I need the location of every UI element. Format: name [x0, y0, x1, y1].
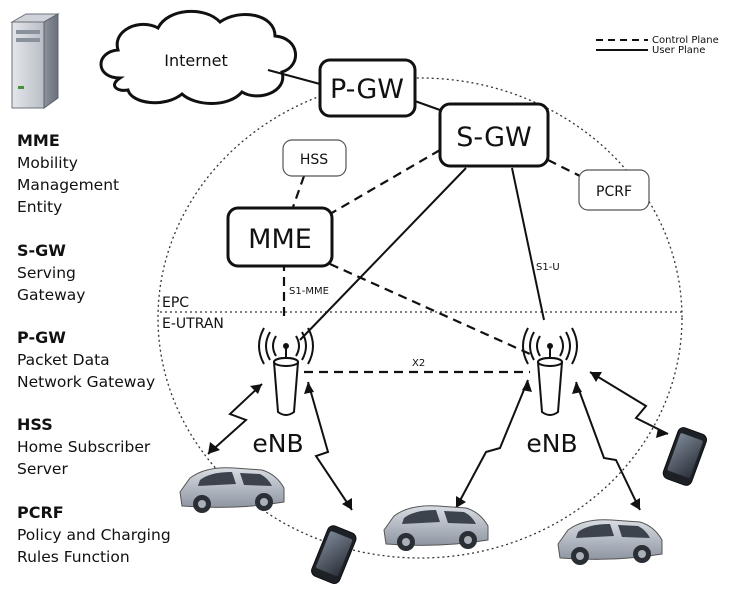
legend-user-plane: User Plane — [652, 45, 705, 56]
s1-u-label: S1-U — [536, 262, 560, 273]
enb-right-label: eNB — [526, 429, 577, 458]
glossary-sgw: S-GW Serving Gateway — [17, 240, 85, 306]
glossary-mme: MME Mobility Management Entity — [17, 130, 119, 218]
car-icon — [383, 505, 489, 551]
glossary-line: Gateway — [17, 286, 86, 304]
radio-links — [207, 371, 669, 511]
legend-control-plane: Control Plane — [652, 35, 719, 46]
hss-label: HSS — [300, 152, 328, 168]
legend-lines — [596, 39, 648, 51]
glossary-line: Rules Function — [17, 548, 130, 566]
s1-mme-label: S1-MME — [289, 286, 329, 297]
mme-label: MME — [248, 224, 312, 255]
sgw-label: S-GW — [456, 122, 532, 153]
glossary-line: Mobility — [17, 154, 78, 172]
glossary-hss: HSS Home Subscriber Server — [17, 414, 150, 480]
glossary-abbr: S-GW — [17, 241, 66, 260]
x2-label: X2 — [412, 358, 425, 369]
pcrf-node — [578, 169, 650, 211]
glossary-line: Server — [17, 460, 68, 478]
glossary-line: Packet Data — [17, 351, 110, 369]
enb-right-tower-icon — [522, 327, 578, 416]
enb-left-tower-icon — [258, 327, 314, 416]
glossary-abbr: PCRF — [17, 503, 64, 522]
eutran-label: E-UTRAN — [162, 316, 224, 332]
pcrf-label: PCRF — [596, 184, 632, 200]
glossary-line: Policy and Charging — [17, 526, 171, 544]
radio-arrowheads — [208, 372, 668, 510]
glossary-line: Management — [17, 176, 120, 194]
internet-cloud — [99, 9, 298, 105]
glossary-abbr: P-GW — [17, 328, 66, 347]
pgw-label: P-GW — [330, 74, 404, 105]
glossary-line: Entity — [17, 198, 63, 216]
hss-node — [282, 139, 347, 177]
car-icon — [557, 519, 663, 565]
glossary-line: Home Subscriber — [17, 438, 151, 456]
sgw-node — [438, 102, 550, 168]
user-plane-links — [267, 69, 545, 341]
phone-icon — [662, 427, 708, 486]
glossary-abbr: MME — [17, 131, 60, 150]
glossary-pgw: P-GW Packet Data Network Gateway — [17, 327, 155, 393]
internet-label: Internet — [164, 51, 228, 70]
glossary-line: Serving — [17, 264, 76, 282]
enb-left-label: eNB — [252, 429, 303, 458]
car-icon — [179, 467, 285, 513]
glossary-pcrf: PCRF Policy and Charging Rules Function — [17, 502, 171, 568]
epc-label: EPC — [162, 295, 189, 311]
pgw-node — [318, 58, 417, 118]
glossary-line: Network Gateway — [17, 373, 156, 391]
mme-node — [226, 206, 334, 268]
phone-icon — [311, 525, 357, 584]
network-boundary — [157, 77, 683, 559]
server-icon — [10, 13, 60, 109]
glossary-abbr: HSS — [17, 415, 53, 434]
control-plane-links — [282, 149, 581, 374]
